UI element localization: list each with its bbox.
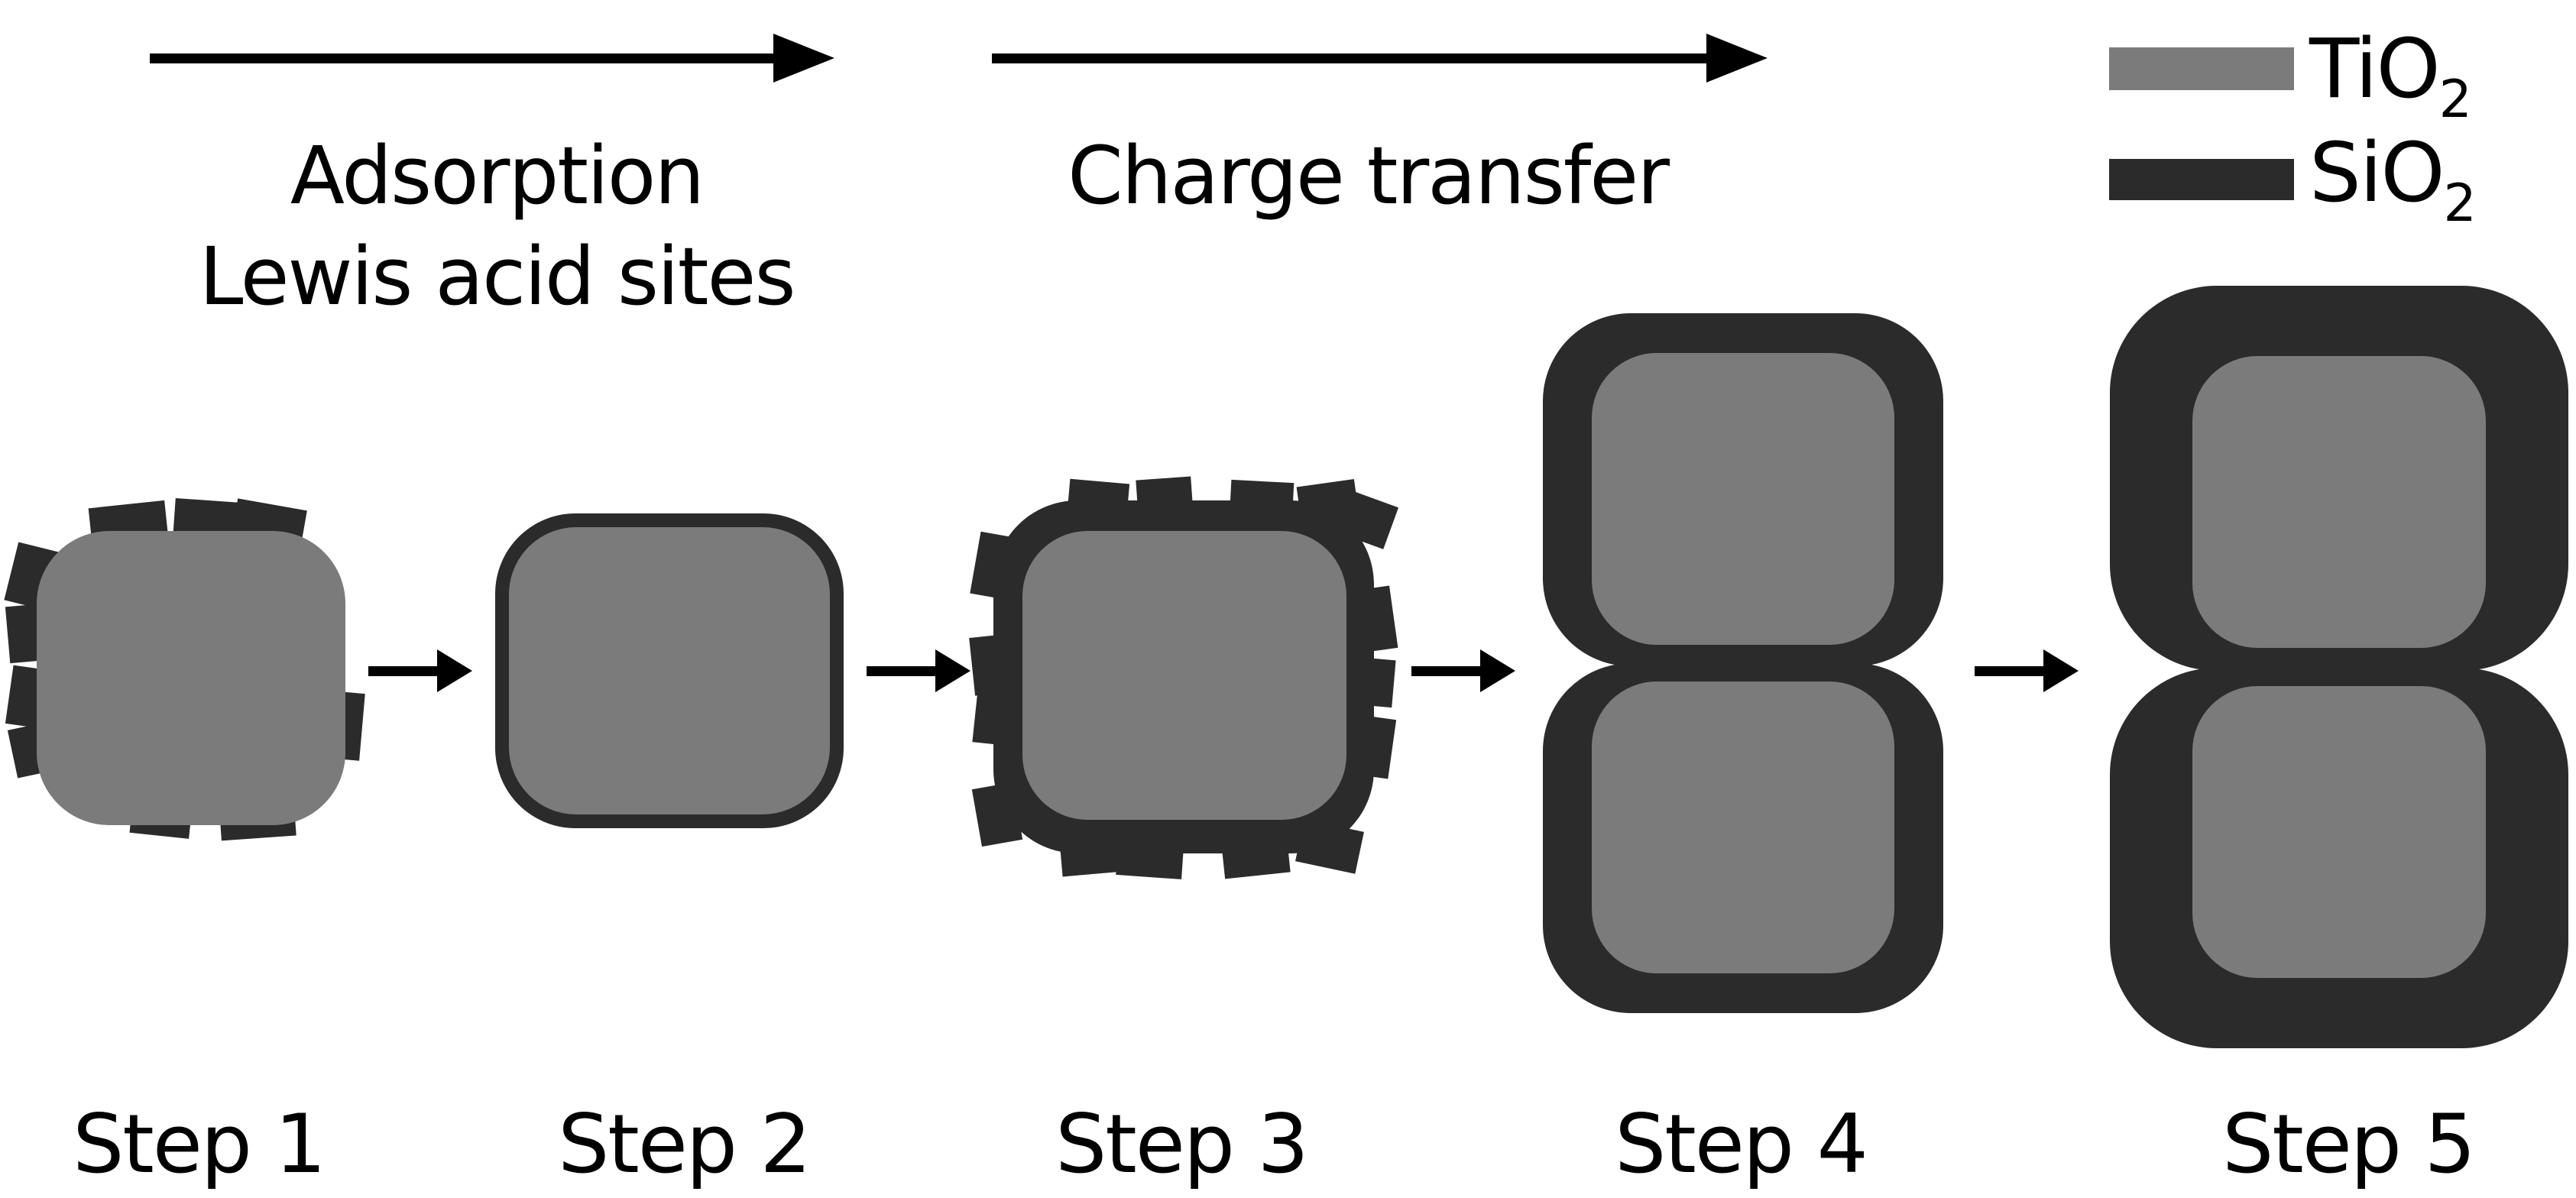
step3-to-step4-arrow-right-icon <box>1411 649 1515 692</box>
step2-to-step3-arrow-right-icon <box>867 649 970 692</box>
stage1-annotation: Adsorption Lewis acid sites <box>111 125 883 327</box>
arrow-shaft <box>1411 666 1483 676</box>
arrow-shaft <box>992 53 1709 63</box>
legend-formula-subscript: 2 <box>2443 173 2476 234</box>
arrow-shaft <box>867 666 938 676</box>
arrow-head <box>935 649 970 692</box>
step5-label: Step 5 <box>2222 1097 2476 1191</box>
legend-formula-base: TiO <box>2309 22 2441 117</box>
legend-formula-subscript: 2 <box>2438 70 2472 130</box>
step3-tio2-core <box>1022 531 1346 820</box>
arrow-head <box>2043 649 2079 692</box>
stage2-annotation: Charge transfer <box>1068 129 1670 222</box>
arrow-shaft <box>1975 666 2046 676</box>
legend-label-sio2: SiO2 <box>2309 131 2477 234</box>
legend-swatch-sio2 <box>2109 159 2294 200</box>
step4-tio2-core-top <box>1592 353 1894 645</box>
charge-transfer-arrow-right-icon <box>992 34 1768 83</box>
stage1-annotation-line1: Adsorption <box>290 129 705 222</box>
step5-tio2-core-top <box>2192 356 2486 648</box>
arrow-head <box>1706 34 1768 83</box>
legend-label-tio2: TiO2 <box>2309 28 2472 130</box>
step1-tio2-core <box>37 531 345 825</box>
stage1-annotation-line2: Lewis acid sites <box>199 230 796 323</box>
arrow-head <box>437 649 472 692</box>
step4-tio2-core-bottom <box>1592 682 1894 973</box>
arrow-shaft <box>150 53 776 63</box>
step1-to-step2-arrow-right-icon <box>368 649 472 692</box>
arrow-shaft <box>368 666 440 676</box>
legend-swatch-tio2 <box>2109 47 2294 90</box>
step2-label: Step 2 <box>558 1097 812 1191</box>
step1-label: Step 1 <box>73 1097 326 1191</box>
legend-formula-base: SiO <box>2309 126 2445 221</box>
step3-label: Step 3 <box>1055 1097 1309 1191</box>
step5-tio2-core-bottom <box>2192 686 2486 978</box>
arrow-head <box>773 34 834 83</box>
step2-tio2-core <box>509 527 830 814</box>
step4-label: Step 4 <box>1615 1097 1868 1191</box>
arrow-head <box>1480 649 1515 692</box>
step4-to-step5-arrow-right-icon <box>1975 649 2079 692</box>
adsorption-arrow-right-icon <box>150 34 834 83</box>
